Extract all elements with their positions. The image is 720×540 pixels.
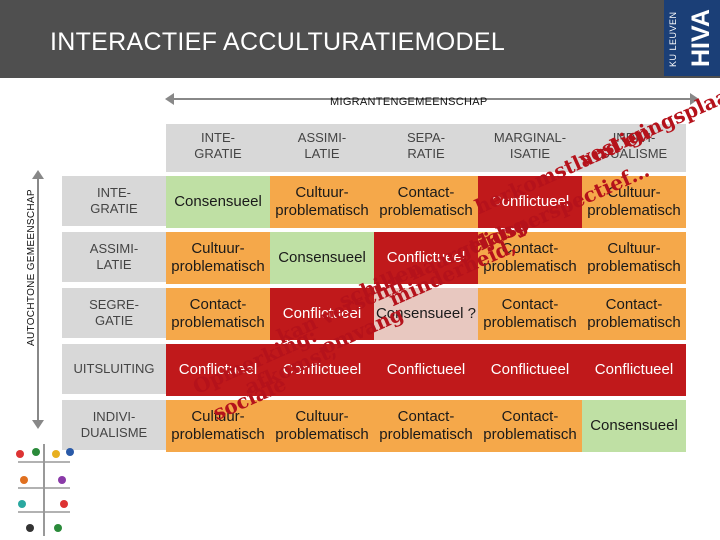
- top-axis-label: MIGRANTENGEMEENSCHAP: [330, 96, 488, 108]
- cell-contact-problematisch: Contact- problematisch: [478, 400, 582, 452]
- row-header-integratie: INTE- GRATIE: [62, 176, 166, 226]
- slide-header: INTERACTIEF ACCULTURATIEMODEL KU LEUVEN …: [0, 0, 720, 78]
- cell-cultuur-problematisch: Cultuur- problematisch: [166, 400, 270, 452]
- cell-contact-problematisch: Contact- problematisch: [478, 288, 582, 340]
- top-axis-left-arrowhead: [165, 93, 174, 105]
- column-header-assimilatie: ASSIMI- LATIE: [270, 124, 374, 172]
- row-header-segregatie: SEGRE- GATIE: [62, 288, 166, 338]
- row-header-assimilatie: ASSIMI- LATIE: [62, 232, 166, 282]
- column-header-integratie: INTE- GRATIE: [166, 124, 270, 172]
- cell-contact-problematisch: Contact- problematisch: [166, 288, 270, 340]
- cell-conflictueel: Conflictueel: [478, 176, 582, 228]
- cell-contact-problematisch: Contact- problematisch: [374, 176, 478, 228]
- chairs-illustration-icon: [16, 444, 74, 536]
- cell-cultuur-problematisch: Cultuur- problematisch: [270, 176, 374, 228]
- hiva-label: HIVA: [687, 9, 715, 67]
- cell-conflictueel: Conflictueel: [270, 344, 374, 396]
- column-header-individualisme: INDIVI- DUALISME: [582, 124, 686, 172]
- cell-conflictueel: Conflictueel: [166, 344, 270, 396]
- top-axis-line: [172, 98, 692, 100]
- cell-cultuur-problematisch: Cultuur- problematisch: [270, 400, 374, 452]
- cell-consensueel: Consensueel: [166, 176, 270, 228]
- cell-cultuur-problematisch: Cultuur- problematisch: [582, 232, 686, 284]
- column-header-marginalisatie: MARGINAL- ISATIE: [478, 124, 582, 172]
- cell-conflictueel: Conflictueel: [582, 344, 686, 396]
- left-axis-bottom-arrowhead: [32, 420, 44, 429]
- column-header-separatie: SEPA- RATIE: [374, 124, 478, 172]
- cell-conflictueel: Conflictueel: [374, 344, 478, 396]
- left-axis-label: AUTOCHTONE GEMEENSCHAP: [26, 189, 37, 347]
- cell-consensueel: Consensueel: [582, 400, 686, 452]
- cell-contact-problematisch: Contact- problematisch: [374, 400, 478, 452]
- left-axis-line: [37, 178, 39, 422]
- row-header-uitsluiting: UITSLUITING: [62, 344, 166, 394]
- cell-conflictueel: Conflictueel: [478, 344, 582, 396]
- row-header-individualisme: INDIVI- DUALISME: [62, 400, 166, 450]
- cell-consensueel-question: Consensueel ?: [374, 288, 478, 340]
- ku-leuven-label: KU LEUVEN: [668, 11, 678, 67]
- cell-contact-problematisch: Contact- problematisch: [582, 288, 686, 340]
- top-axis-right-arrowhead: [690, 93, 699, 105]
- cell-cultuur-problematisch: Cultuur- problematisch: [166, 232, 270, 284]
- hiva-logo: KU LEUVEN HIVA: [664, 0, 720, 76]
- cell-contact-problematisch: Contact- problematisch: [478, 232, 582, 284]
- cell-consensueel: Consensueel: [270, 232, 374, 284]
- left-axis-top-arrowhead: [32, 170, 44, 179]
- cell-conflictueel: Conflictueel: [374, 232, 478, 284]
- cell-cultuur-problematisch: Cultuur- problematisch: [582, 176, 686, 228]
- slide-title: INTERACTIEF ACCULTURATIEMODEL: [50, 28, 506, 56]
- cell-conflictueel: Conflictueel: [270, 288, 374, 340]
